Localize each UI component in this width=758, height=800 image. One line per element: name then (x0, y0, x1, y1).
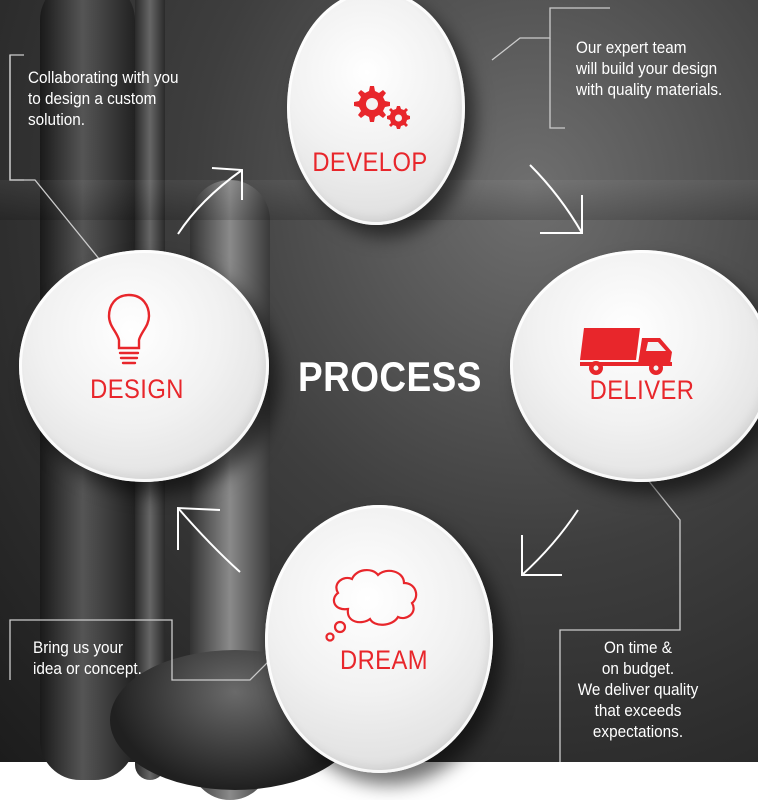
note-design-line-2: to design a custom (28, 89, 157, 108)
note-design: Collaborating with you to design a custo… (28, 67, 208, 130)
note-develop-line-3: with quality materials. (576, 80, 723, 99)
gears-icon (354, 86, 410, 129)
note-develop-line-2: will build your design (576, 59, 718, 78)
lightbulb-icon (107, 293, 151, 365)
note-dream-line-1: Bring us your (33, 638, 124, 657)
note-develop-line-1: Our expert team (576, 38, 687, 57)
arrow-dream-to-design (177, 506, 241, 573)
step-dream[interactable]: DREAM (265, 505, 495, 773)
callout-line-develop-bracket (549, 38, 565, 129)
process-cycle-diagram (9, 7, 681, 762)
step-develop[interactable]: DEVELOP (275, 0, 465, 230)
step-design[interactable]: DESIGN (15, 250, 275, 490)
step-deliver[interactable]: DELIVER (510, 250, 758, 490)
arrow-develop-to-deliver (529, 164, 583, 234)
note-deliver: On time & on budget. We deliver quality … (557, 637, 719, 742)
note-deliver-line-4: that exceeds (594, 701, 682, 720)
diagram-title: PROCESS (298, 353, 482, 400)
note-deliver-line-5: expectations. (592, 722, 684, 741)
step-label-design: DESIGN (90, 374, 184, 404)
note-design-line-1: Collaborating with you (28, 68, 179, 87)
note-design-line-3: solution. (28, 110, 85, 129)
callout-line-dream (9, 619, 281, 681)
thought-cloud-icon (325, 569, 418, 642)
step-label-dream: DREAM (339, 645, 428, 675)
note-deliver-line-1: On time & (603, 638, 673, 657)
note-develop: Our expert team will build your design w… (576, 37, 756, 100)
arrow-design-to-develop (177, 167, 243, 235)
step-circle (19, 250, 269, 482)
note-dream: Bring us your idea or concept. (33, 637, 168, 679)
cycle-arrows (177, 164, 583, 576)
note-deliver-line-2: on budget. (601, 659, 675, 678)
callout-lines (9, 7, 681, 762)
truck-icon (580, 328, 672, 375)
note-deliver-line-3: We deliver quality (577, 680, 699, 699)
callout-line-design-bracket (9, 54, 24, 181)
step-label-deliver: DELIVER (589, 375, 695, 405)
arrow-deliver-to-dream (521, 509, 579, 576)
step-label-develop: DEVELOP (312, 147, 428, 177)
title-container: PROCESS (298, 353, 498, 413)
note-dream-line-2: idea or concept. (33, 659, 142, 678)
step-circle (265, 505, 493, 773)
